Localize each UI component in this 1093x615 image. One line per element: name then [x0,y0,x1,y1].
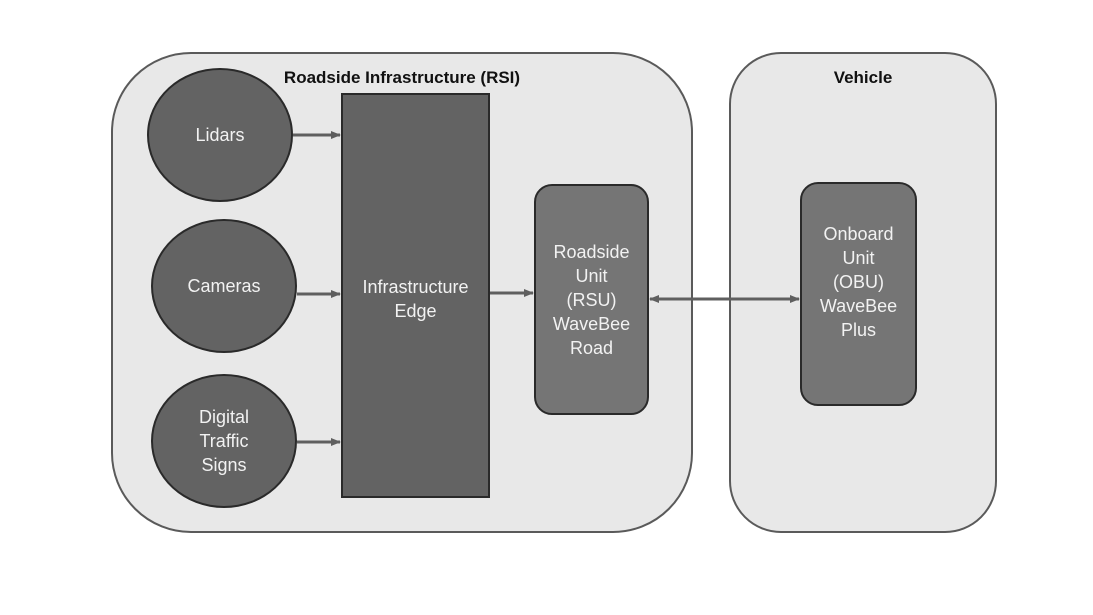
vehicle-container: Vehicle [729,52,997,533]
infrastructure-edge-label: Infrastructure Edge [362,277,469,321]
onboard-unit-node: Onboard Unit (OBU) WaveBee Plus [800,182,917,406]
digital-traffic-signs-label: Digital Traffic Signs [198,407,250,475]
digital-traffic-signs-node: Digital Traffic Signs [151,374,297,508]
vehicle-title: Vehicle [833,68,893,87]
cameras-node: Cameras [151,219,297,353]
roadside-unit-label: Roadside Unit (RSU) WaveBee Road [552,241,631,358]
roadside-unit-node: Roadside Unit (RSU) WaveBee Road [534,184,649,415]
infrastructure-edge-node: Infrastructure Edge [341,93,490,498]
lidars-label: Lidars [195,125,245,145]
lidars-node: Lidars [147,68,293,202]
rsi-title: Roadside Infrastructure (RSI) [283,68,521,87]
onboard-unit-label: Onboard Unit (OBU) WaveBee Plus [819,224,898,340]
cameras-label: Cameras [187,276,261,296]
